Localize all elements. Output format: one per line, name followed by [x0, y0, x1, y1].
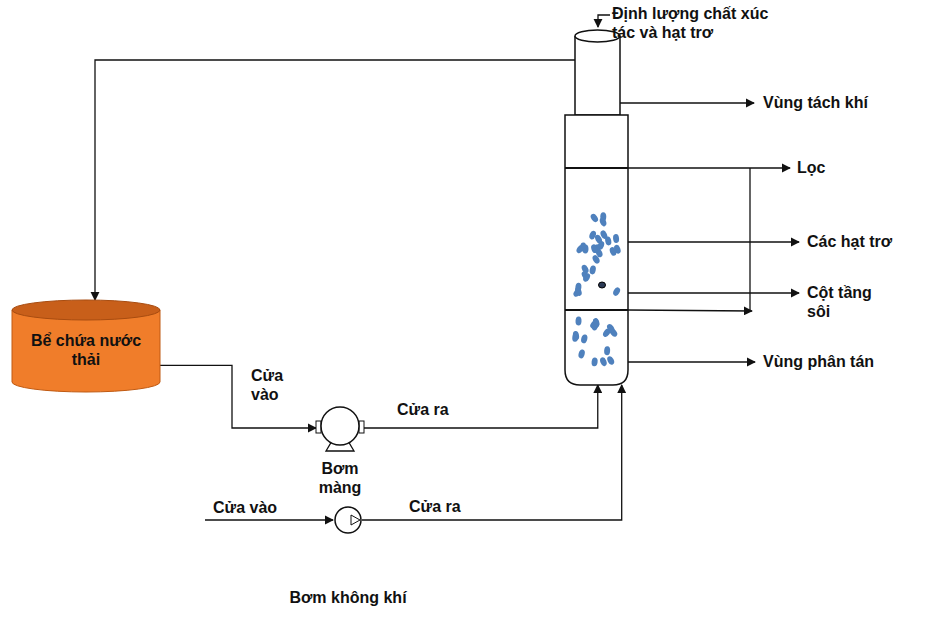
pipe-connector [95, 60, 575, 300]
tank-node: Bể chứa nước thải [12, 300, 160, 392]
filter-plate [565, 309, 628, 311]
pipe-connector [364, 385, 598, 428]
pump-triangle [351, 515, 360, 525]
node-label: Định lượng chất xúc tác và hạt trơ [612, 4, 782, 42]
node-label: Bơm không khí [254, 588, 442, 607]
apump-shape [334, 506, 362, 534]
callout-label: Cột tầng sôi [806, 283, 888, 321]
callout-label: Các hạt trơ [806, 232, 893, 251]
dosing-arrow [598, 15, 610, 27]
leader-line [628, 167, 790, 168]
mpump-shape [316, 405, 364, 451]
leader-line [617, 361, 755, 362]
node-label: Bơm màng [310, 459, 370, 497]
port-label: Cửa ra [408, 497, 462, 516]
pump-body [335, 507, 361, 533]
pipe-connector [362, 385, 622, 520]
mpump-node: Bơm màng [316, 405, 364, 451]
pump-body [321, 407, 359, 445]
port-label: Cửa ra [396, 400, 450, 419]
filter-plate [565, 167, 628, 169]
pipe-connector [160, 365, 316, 428]
leader-line [628, 310, 752, 311]
inert-particles [572, 212, 622, 367]
leader-line [606, 292, 799, 293]
node-label: Bể chứa nước thải [30, 331, 142, 369]
callout-label: Lọc [796, 158, 826, 177]
port-label: Cửa vào [250, 366, 302, 404]
apump-node: Bơm không khí [334, 506, 362, 534]
column-shape [565, 30, 628, 385]
column-body [565, 115, 628, 385]
leader-line [605, 102, 754, 103]
gas-separation-cylinder [575, 36, 620, 115]
tank-body [12, 310, 160, 392]
column-node: Định lượng chất xúc tác và hạt trơ [565, 30, 628, 385]
air-inlet-line [205, 519, 333, 520]
callout-label: Vùng phân tán [762, 352, 875, 371]
leader-line [612, 241, 799, 242]
tank-top [12, 300, 160, 320]
bracket-line [749, 168, 750, 311]
callout-label: Vùng tách khí [762, 93, 869, 112]
callout-label: Cửa vào [212, 498, 278, 517]
